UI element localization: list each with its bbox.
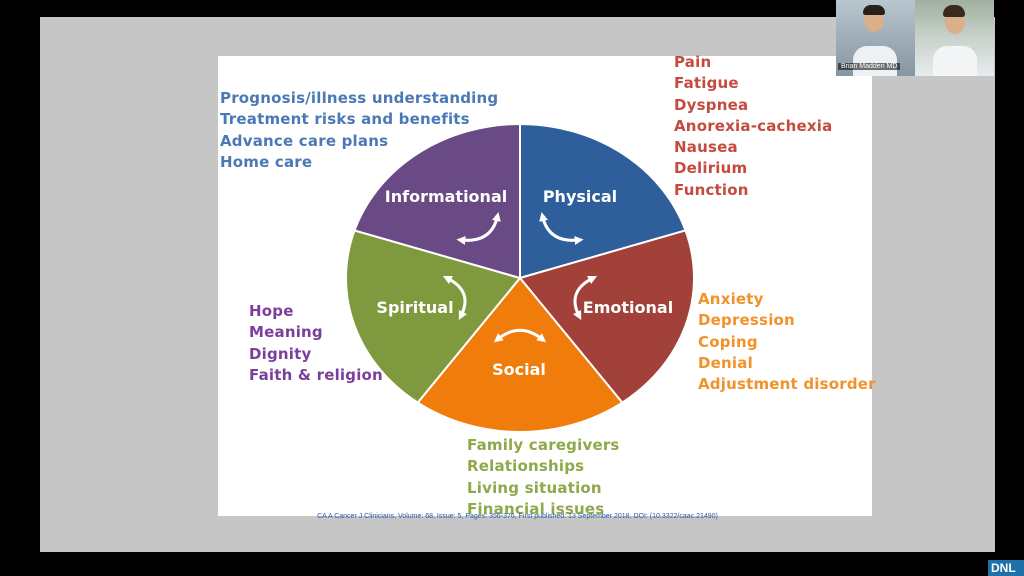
emotional-item: Coping (698, 332, 758, 351)
spiritual-item: Dignity (249, 344, 312, 363)
spiritual-item: Faith & religion (249, 365, 383, 384)
double-arrow-icon (493, 328, 547, 343)
physical-item: Pain (674, 53, 712, 71)
segment-social (345, 229, 522, 404)
informational-item: Treatment risks and benefits (220, 110, 470, 129)
physical-item: Nausea (674, 138, 738, 157)
social-item: Living situation (467, 478, 602, 497)
physical-item: Delirium (674, 159, 748, 178)
informational-item: Prognosis/illness understanding (220, 89, 499, 107)
social-item: Family caregivers (467, 436, 620, 454)
double-arrow-icon (539, 212, 584, 245)
social-item: Relationships (467, 457, 585, 476)
emotional-item: Adjustment disorder (698, 375, 876, 394)
segment-label-physical: Physical (543, 187, 617, 206)
emotional-item: Depression (698, 311, 795, 330)
spiritual-item: Hope (249, 302, 294, 320)
segment-physical (518, 229, 695, 404)
dnl-logo: DNL (988, 560, 1024, 576)
physical-item: Anorexia-cachexia (674, 116, 833, 135)
emotional-item: Denial (698, 353, 753, 372)
participant-name-label: Brian Madden MD (838, 63, 901, 70)
spiritual-item: Meaning (249, 323, 323, 342)
double-arrow-icon (442, 275, 467, 321)
physical-item: Function (674, 180, 749, 199)
double-arrow-icon (456, 212, 501, 245)
segment-label-spiritual: Spiritual (376, 298, 453, 317)
emotional-item: Anxiety (698, 290, 764, 308)
citation: CA A Cancer J Clinicians, Volume: 68, Is… (317, 513, 718, 520)
segment-label-social: Social (492, 360, 546, 379)
informational-item: Home care (220, 152, 313, 171)
segment-label-emotional: Emotional (583, 298, 673, 317)
participant-video-tile[interactable]: Brian Madden MD (836, 0, 994, 76)
segment-label-informational: Informational (385, 187, 507, 206)
informational-item: Advance care plans (220, 131, 389, 150)
physical-item: Dyspnea (674, 95, 749, 114)
double-arrow-icon (573, 275, 598, 321)
segment-emotional (416, 276, 624, 434)
participant-video-b (915, 0, 994, 76)
social-item: Financial issues (467, 499, 605, 518)
physical-item: Fatigue (674, 74, 739, 93)
